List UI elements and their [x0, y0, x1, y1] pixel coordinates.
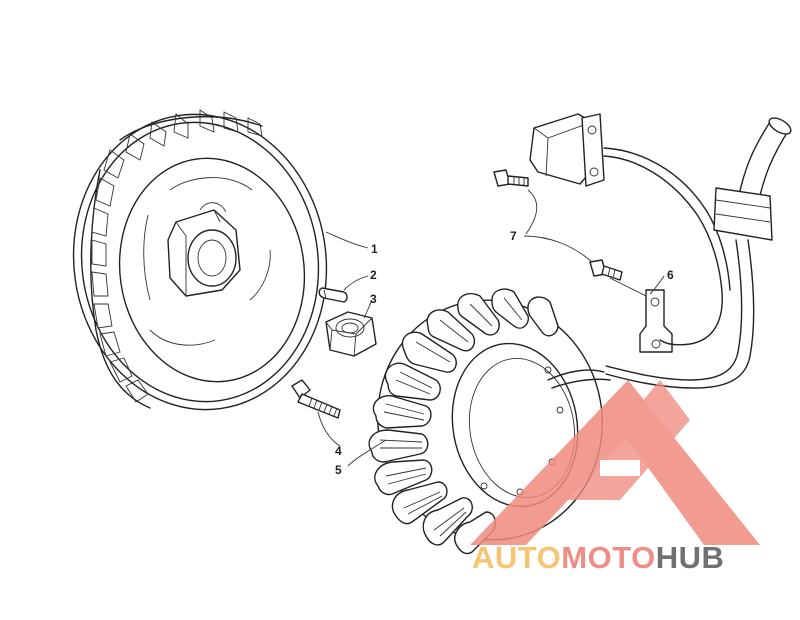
callout-3: 3: [370, 292, 377, 306]
callout-2: 2: [370, 268, 377, 282]
automotohub-wordmark: AUTOMOTOHUB: [472, 540, 724, 576]
automotohub-logo-mark: [470, 380, 760, 545]
bolt-part: [291, 379, 341, 419]
callout-1: 1: [371, 242, 378, 256]
screw-upper-part: [493, 169, 529, 187]
callout-7: 7: [510, 229, 517, 243]
callout-6: 6: [667, 268, 674, 282]
clamp-bracket-part: [639, 289, 673, 353]
hex-nut-part: [325, 311, 377, 357]
flywheel-part: [72, 109, 328, 411]
wordmark-hub: HUB: [655, 540, 725, 575]
callout-5: 5: [335, 463, 342, 477]
leader-lines: [317, 189, 665, 467]
callout-4: 4: [335, 444, 342, 458]
stator-part: [368, 288, 611, 555]
connector-block: [529, 113, 605, 187]
wordmark-moto: MOTO: [561, 540, 656, 575]
woodruff-key-part: [318, 287, 348, 303]
wiring-harness: [603, 117, 792, 389]
screw-lower-part: [589, 259, 623, 281]
wordmark-auto: AUTO: [472, 540, 562, 575]
